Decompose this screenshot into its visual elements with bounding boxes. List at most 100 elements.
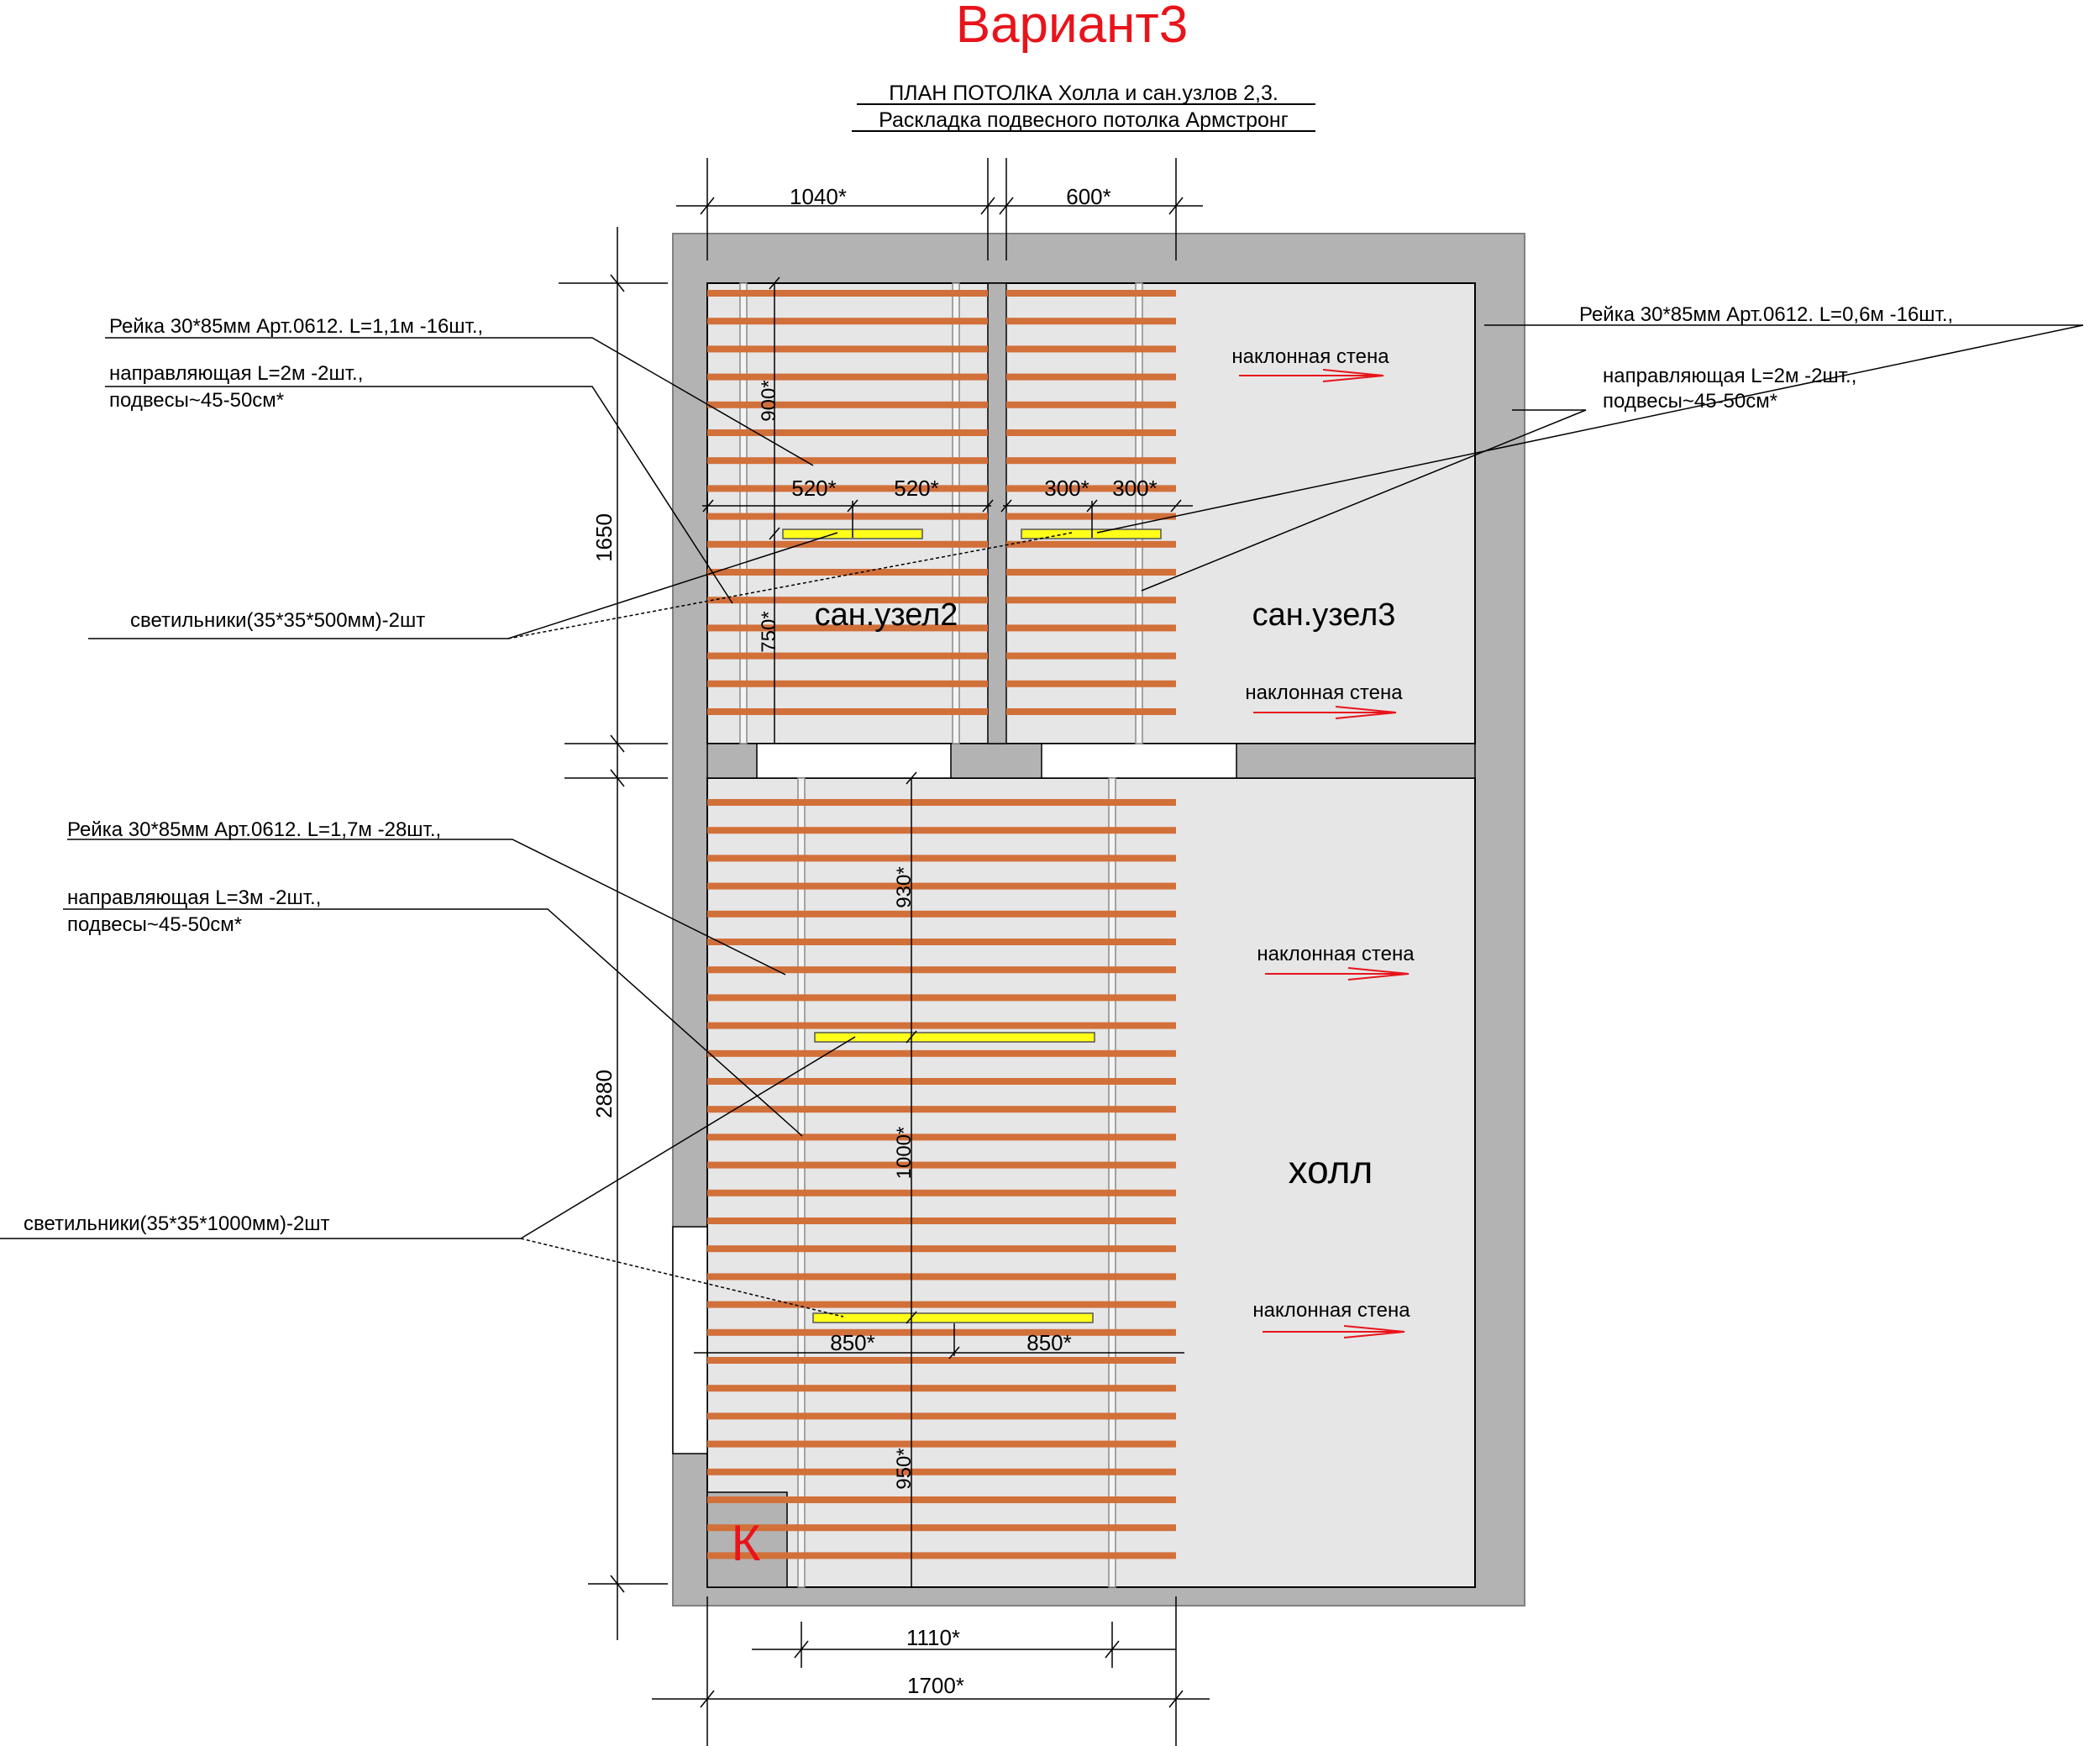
rail-hall	[707, 1412, 1176, 1420]
rail-hall	[707, 1328, 1176, 1336]
rail-hall	[707, 1133, 1176, 1141]
note-guide-su2-1: направляющая L=2м -2шт.,	[109, 362, 363, 385]
rail-hall	[707, 855, 1176, 862]
entrance-opening	[672, 1226, 708, 1454]
lamp-hall-upper	[814, 1032, 1095, 1043]
slope-arrowhead-su3-bottom	[1335, 706, 1397, 719]
room-k-label: К	[732, 1515, 761, 1571]
dim-v-750: 750*	[758, 611, 780, 652]
slope-arrowhead-su3-top	[1322, 369, 1384, 382]
rail-su2	[707, 624, 988, 632]
rail-su2	[707, 345, 988, 353]
dim-su2-520-a: 520*	[791, 476, 837, 501]
rail-su2	[707, 513, 988, 520]
rail-hall	[707, 1357, 1176, 1364]
rail-su3	[1006, 345, 1176, 353]
rail-su3	[1006, 318, 1176, 325]
dim-left-2880: 2880	[591, 1070, 617, 1118]
slope-label-hall-bottom: наклонная стена	[1252, 1299, 1410, 1322]
rail-hall	[707, 1161, 1176, 1169]
dim-su3-300-b: 300*	[1112, 476, 1158, 501]
rail-su3	[1006, 680, 1176, 687]
wall-between-bathrooms	[987, 282, 1007, 744]
rail-su2	[707, 290, 988, 297]
lamp-su3	[1021, 529, 1162, 539]
rail-su3	[1006, 540, 1176, 548]
rail-hall	[707, 1049, 1176, 1057]
dim-top-1040: 1040*	[790, 184, 847, 209]
rail-hall	[707, 1496, 1176, 1503]
room-su3-label: сан.узел3	[1252, 597, 1396, 633]
dim-su2-520-b: 520*	[894, 476, 939, 501]
rail-hall	[707, 1189, 1176, 1196]
drawing-title: Вариант3	[956, 0, 1189, 54]
note-guide-su3-1: направляющая L=2м -2шт.,	[1603, 365, 1856, 387]
dim-hall-850-b: 850*	[1026, 1330, 1072, 1355]
rail-hall	[707, 966, 1176, 974]
slope-arrowhead-hall-bottom	[1343, 1325, 1405, 1338]
rail-su2	[707, 652, 988, 660]
rail-su3	[1006, 652, 1176, 660]
rail-hall	[707, 1217, 1176, 1224]
rail-hall	[707, 1385, 1176, 1392]
dimension-texts: 1040* 600* 1650 2880 1110* 1700* 900* 75…	[591, 184, 1158, 1698]
rail-hall	[707, 910, 1176, 918]
rail-su3	[1006, 429, 1176, 436]
guide-hall-right	[1108, 777, 1116, 1588]
rail-su3	[1006, 485, 1176, 492]
slope-markers: наклонная стена наклонная стена наклонна…	[1231, 345, 1415, 1338]
rail-su2	[707, 318, 988, 325]
note-guide-su3-2: подвесы~45-50см*	[1603, 390, 1777, 413]
leader-lines	[0, 324, 2084, 1317]
rail-hall	[707, 882, 1176, 890]
note-guide-hall-2: подвесы~45-50см*	[67, 913, 242, 936]
room-su2-label: сан.узел2	[815, 597, 958, 633]
guide-hall-left	[797, 777, 806, 1588]
note-lamps-hall: светильники(35*35*1000мм)-2шт	[24, 1212, 330, 1235]
rail-hall	[707, 939, 1176, 945]
rail-su3	[1006, 708, 1176, 715]
rail-su2	[707, 485, 988, 492]
rail-hall	[707, 1468, 1176, 1475]
note-guide-hall-1: направляющая L=3м -2шт.,	[67, 886, 321, 909]
doorway-su3	[1041, 743, 1237, 779]
rail-su3	[1006, 401, 1176, 408]
note-rail-hall: Рейка 30*85мм Арт.0612. L=1,7м -28шт.,	[67, 818, 441, 841]
note-rail-su3: Рейка 30*85мм Арт.0612. L=0,6м -16шт.,	[1579, 303, 1953, 326]
rail-hall	[707, 1301, 1176, 1308]
dim-left-1650: 1650	[591, 513, 617, 562]
rail-hall	[707, 799, 1176, 806]
rail-su3	[1006, 513, 1176, 520]
slope-label-su3-bottom: наклонная стена	[1245, 681, 1403, 704]
note-lamps-su: светильники(35*35*500мм)-2шт	[130, 609, 425, 632]
rail-hall	[707, 994, 1176, 1002]
rail-su3	[1006, 569, 1176, 576]
rail-hall	[707, 827, 1176, 834]
rail-hall	[707, 1273, 1176, 1281]
dim-v-950: 950*	[893, 1448, 916, 1489]
rail-hall	[707, 1022, 1176, 1029]
rail-su2	[707, 569, 988, 576]
dim-su3-300-a: 300*	[1044, 476, 1089, 501]
rail-su3	[1006, 290, 1176, 297]
rail-hall	[707, 1078, 1176, 1085]
dim-hall-850-a: 850*	[830, 1330, 875, 1355]
doorway-su2	[756, 743, 952, 779]
rail-su2	[707, 540, 988, 548]
dimension-lines	[559, 158, 1210, 1746]
k-block	[706, 1491, 788, 1588]
slope-arrowhead-hall-top	[1347, 967, 1410, 981]
note-rail-su2: Рейка 30*85мм Арт.0612. L=1,1м -16шт.,	[109, 315, 483, 338]
drawing-subtitle-2: Раскладка подвесного потолка Армстронг	[879, 108, 1289, 132]
rail-su3	[1006, 373, 1176, 381]
room-hall-label: холл	[1289, 1148, 1373, 1191]
drawing-subtitle-1: ПЛАН ПОТОЛКА Холла и сан.узлов 2,3.	[889, 82, 1278, 105]
slope-label-su3-top: наклонная стена	[1231, 345, 1389, 368]
rails-layer	[707, 290, 1176, 1559]
rail-hall	[707, 1440, 1176, 1448]
rail-su2	[707, 429, 988, 436]
annotations: Рейка 30*85мм Арт.0612. L=1,1м -16шт., н…	[24, 303, 1953, 1235]
dim-bottom-1110: 1110*	[906, 1625, 960, 1650]
rail-su2	[707, 708, 988, 715]
